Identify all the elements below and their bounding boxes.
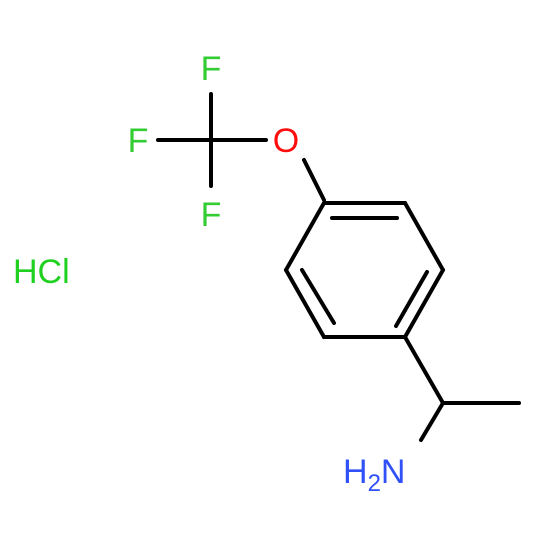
fluorine-bottom-label: F [201, 196, 222, 234]
fluorine-left-label: F [128, 122, 149, 160]
amine-n: N [381, 453, 406, 491]
ring-bond-6 [284, 201, 326, 272]
amine-label: H2N [343, 453, 405, 497]
bond-ring-ch [403, 335, 445, 405]
ring-bond-3 [403, 268, 445, 339]
oxygen-label: O [273, 122, 299, 160]
atom-labels: F F F O H2N HCl [13, 50, 405, 497]
ring-bond-2 [403, 201, 445, 272]
fluorine-top-label: F [201, 50, 222, 88]
ring-bond-5 [284, 268, 326, 339]
bond-o-ring [302, 158, 326, 202]
ring-double-2 [394, 270, 429, 328]
bond-ch-n [419, 401, 445, 442]
amine-subscript: 2 [368, 470, 381, 497]
ring-double-3 [300, 268, 336, 325]
amine-h: H [343, 453, 368, 491]
hcl-label: HCl [13, 253, 70, 291]
bonds [156, 92, 521, 442]
